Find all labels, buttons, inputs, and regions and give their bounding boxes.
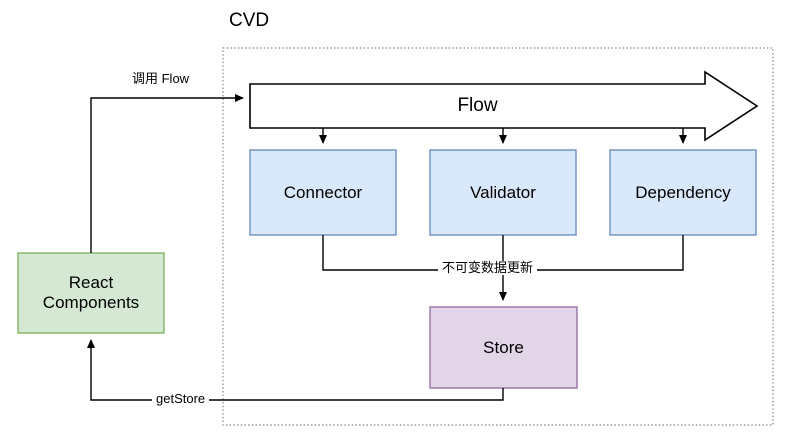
validator-shape xyxy=(429,149,577,236)
edge-label-immutable-update: 不可变数据更新 xyxy=(438,260,538,276)
react-components-shape xyxy=(17,252,165,334)
edge-get-store xyxy=(87,339,504,401)
store-shape xyxy=(429,306,578,389)
flow-banner-shape xyxy=(249,70,759,142)
cvd-container-border xyxy=(222,47,774,426)
dependency-shape xyxy=(609,149,757,236)
connector-shape xyxy=(249,149,397,236)
cvd-container-title: CVD xyxy=(229,10,270,31)
edge-call-flow xyxy=(90,94,244,253)
edge-label-get-store: getStore xyxy=(152,391,210,407)
edge-dependency-store xyxy=(503,235,684,271)
edge-label-call-flow: 调用 Flow xyxy=(129,71,193,87)
